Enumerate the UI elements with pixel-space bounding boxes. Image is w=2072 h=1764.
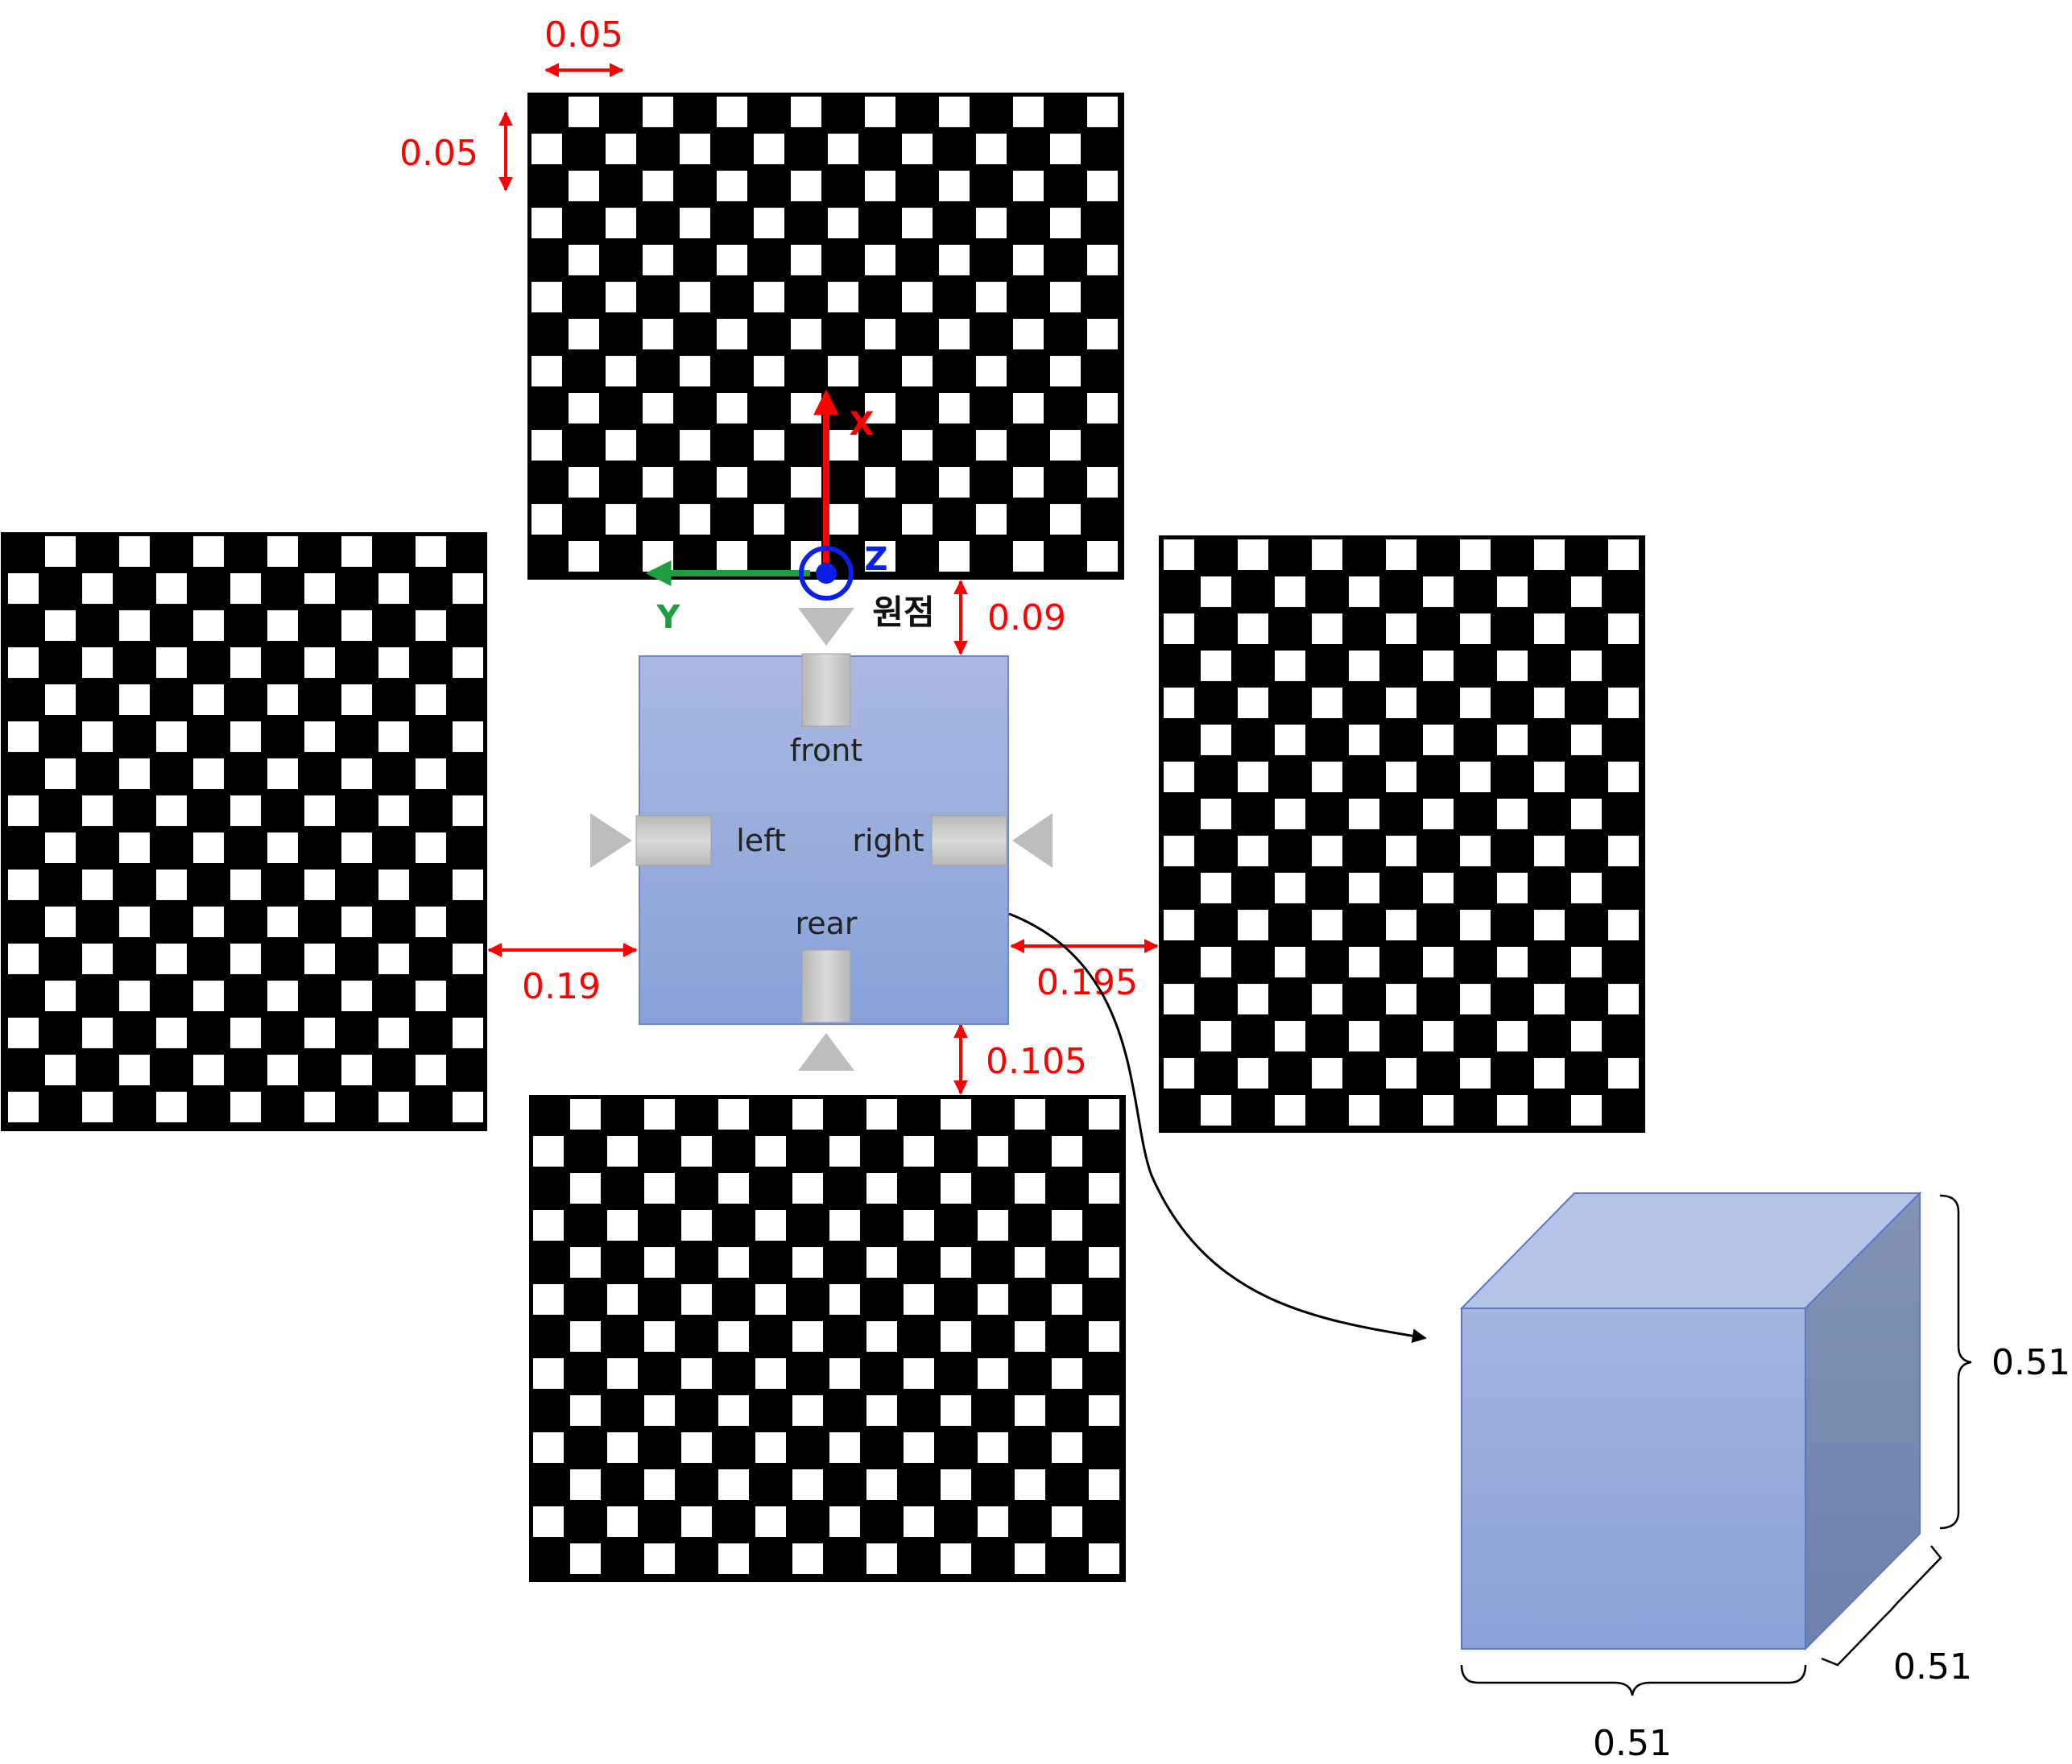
gap-rear-label: 0.105 — [986, 1041, 1087, 1082]
gap-right-label: 0.195 — [1036, 962, 1138, 1003]
camera-right-label: right — [852, 823, 924, 858]
cube-depth-label: 0.51 — [1893, 1646, 1972, 1688]
gap-front-label: 0.09 — [987, 597, 1066, 638]
checkerboard-right — [1159, 535, 1645, 1133]
origin-label: 원점 — [872, 593, 934, 632]
camera-front-icon — [798, 608, 854, 727]
cube-height-bracket — [1939, 1194, 1972, 1530]
camera-front-label: front — [790, 733, 862, 768]
robot-cube-3d — [1459, 1191, 1922, 1651]
checkerboard-left — [1, 532, 487, 1131]
axis-x-label: X — [850, 406, 875, 443]
pointer-arrow — [1008, 912, 1427, 1344]
square-width-label: 0.05 — [544, 14, 623, 56]
cube-width-bracket — [1460, 1664, 1807, 1696]
axis-z-label: Z — [864, 541, 887, 578]
camera-rear-label: rear — [795, 906, 857, 941]
cube-height-label: 0.51 — [1991, 1342, 2070, 1383]
axis-z-icon — [799, 546, 854, 601]
camera-left-label: left — [736, 823, 786, 858]
cube-width-label: 0.51 — [1593, 1723, 1672, 1764]
gap-left-label: 0.19 — [522, 966, 601, 1007]
camera-left-icon — [590, 813, 712, 868]
checkerboard-rear — [529, 1095, 1126, 1582]
camera-rear-icon — [798, 949, 854, 1071]
camera-right-icon — [931, 813, 1053, 868]
cube-depth-bracket — [1821, 1545, 1942, 1667]
square-height-label: 0.05 — [399, 133, 478, 174]
axis-y-label: Y — [656, 599, 681, 636]
